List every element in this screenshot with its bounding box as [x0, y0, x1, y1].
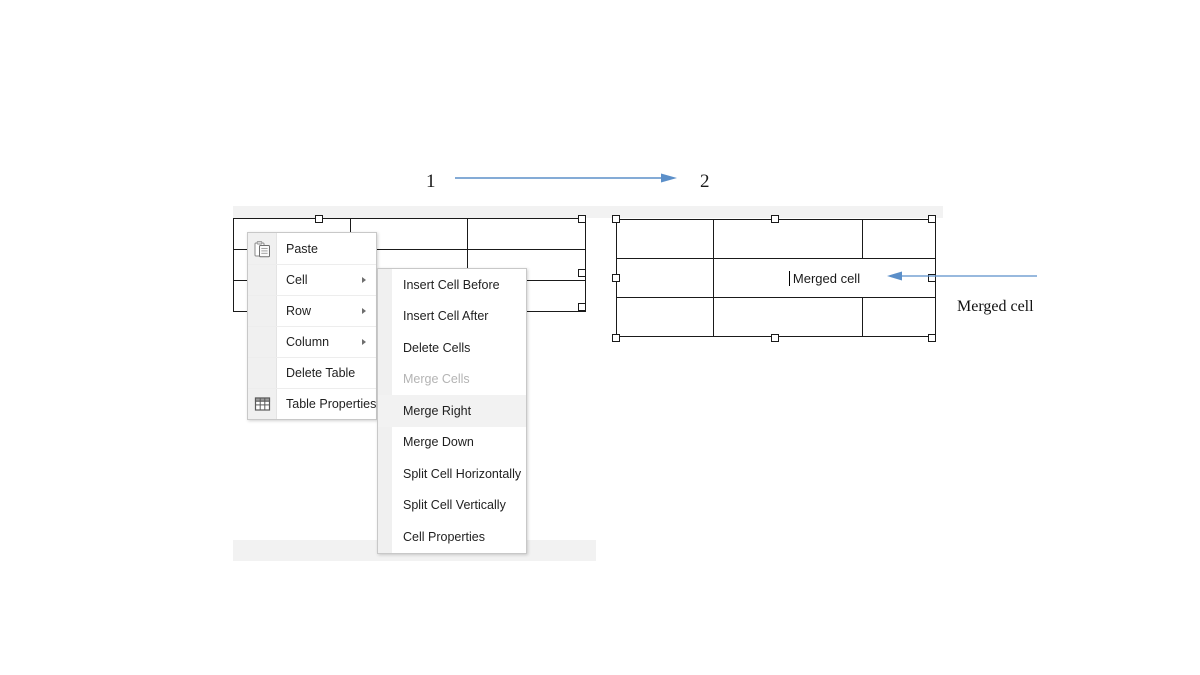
selection-handle-bottom-right[interactable]: [928, 334, 936, 342]
menu-item-delete-cells[interactable]: Delete Cells: [378, 332, 526, 364]
menu-item-label: Merge Right: [403, 403, 472, 418]
selection-handle-bottom-left[interactable]: [612, 334, 620, 342]
menu-item-table-properties[interactable]: Table Properties: [248, 388, 376, 419]
menu-item-split-cell-vertically[interactable]: Split Cell Vertically: [378, 490, 526, 522]
text-caret: [788, 270, 790, 286]
menu-item-delete-table[interactable]: Delete Table: [248, 357, 376, 388]
menu-item-column[interactable]: Column: [248, 326, 376, 357]
menu-item-label: Row: [286, 304, 312, 318]
table-grid-icon: [254, 396, 271, 413]
menu-item-label: Merge Down: [403, 435, 474, 450]
menu-item-label: Paste: [286, 241, 318, 256]
menu-item-label: Column: [286, 335, 330, 349]
merged-cell-text: Merged cell: [792, 270, 861, 286]
selection-handle-left-middle[interactable]: [612, 274, 620, 282]
menu-item-label: Insert Cell After: [403, 309, 489, 324]
menu-item-label: Cell Properties: [403, 529, 485, 544]
document-band-top: [233, 206, 943, 218]
selection-handle-bottom-center[interactable]: [771, 334, 779, 342]
merged-cell-callout-arrow-icon: [887, 271, 1037, 281]
menu-item-merge-right[interactable]: Merge Right: [378, 395, 526, 427]
cell-submenu[interactable]: Insert Cell Before Insert Cell After Del…: [377, 268, 527, 554]
menu-item-label: Delete Table: [286, 366, 356, 380]
selection-handle-bottom-right[interactable]: [578, 303, 586, 311]
chevron-right-icon: [362, 339, 366, 345]
table-cell[interactable]: [616, 219, 714, 259]
table-row[interactable]: [616, 297, 936, 337]
menu-item-row[interactable]: Row: [248, 295, 376, 326]
table-row[interactable]: [616, 219, 936, 259]
menu-item-insert-cell-before[interactable]: Insert Cell Before: [378, 269, 526, 301]
menu-item-cell[interactable]: Cell: [248, 264, 376, 295]
chevron-right-icon: [362, 308, 366, 314]
menu-item-label: Merge Cells: [403, 372, 470, 387]
selection-handle-right-middle[interactable]: [578, 269, 586, 277]
table-cell[interactable]: [616, 258, 714, 298]
selection-handle-right-middle[interactable]: [928, 274, 936, 282]
menu-item-label: Split Cell Vertically: [403, 498, 506, 513]
step-connector-arrow-icon: [455, 173, 677, 183]
table-context-menu[interactable]: Paste Cell Row Column Delete Table: [247, 232, 377, 420]
merged-cell-annotation-label: Merged cell: [957, 298, 1034, 315]
selection-handle-top[interactable]: [315, 215, 323, 223]
table-cell[interactable]: [862, 297, 936, 337]
chevron-right-icon: [362, 277, 366, 283]
menu-item-label: Delete Cells: [403, 340, 471, 355]
menu-item-insert-cell-after[interactable]: Insert Cell After: [378, 301, 526, 333]
table-cell[interactable]: [467, 218, 586, 250]
table-cell[interactable]: [862, 219, 936, 259]
menu-item-split-cell-horizontally[interactable]: Split Cell Horizontally: [378, 458, 526, 490]
selection-handle-top-center[interactable]: [771, 215, 779, 223]
context-menu-items: Paste Cell Row Column Delete Table: [248, 233, 376, 419]
step-number-1: 1: [426, 171, 436, 192]
table-cell[interactable]: [616, 297, 714, 337]
menu-item-paste[interactable]: Paste: [248, 233, 376, 264]
menu-item-cell-properties[interactable]: Cell Properties: [378, 521, 526, 553]
table-after-merge[interactable]: Merged cell: [616, 219, 936, 337]
menu-item-merge-down[interactable]: Merge Down: [378, 427, 526, 459]
table-cell[interactable]: [713, 219, 863, 259]
paste-icon: [254, 240, 271, 257]
menu-item-label: Table Properties: [286, 397, 377, 411]
table-cell[interactable]: [713, 297, 863, 337]
selection-handle-top-right[interactable]: [578, 215, 586, 223]
menu-item-label: Split Cell Horizontally: [403, 466, 522, 481]
selection-handle-top-left[interactable]: [612, 215, 620, 223]
step-number-2: 2: [700, 171, 710, 192]
menu-item-label: Cell: [286, 273, 308, 287]
selection-handle-top-right[interactable]: [928, 215, 936, 223]
cell-submenu-items: Insert Cell Before Insert Cell After Del…: [378, 269, 526, 553]
menu-item-merge-cells: Merge Cells: [378, 364, 526, 396]
menu-item-label: Insert Cell Before: [403, 277, 500, 292]
